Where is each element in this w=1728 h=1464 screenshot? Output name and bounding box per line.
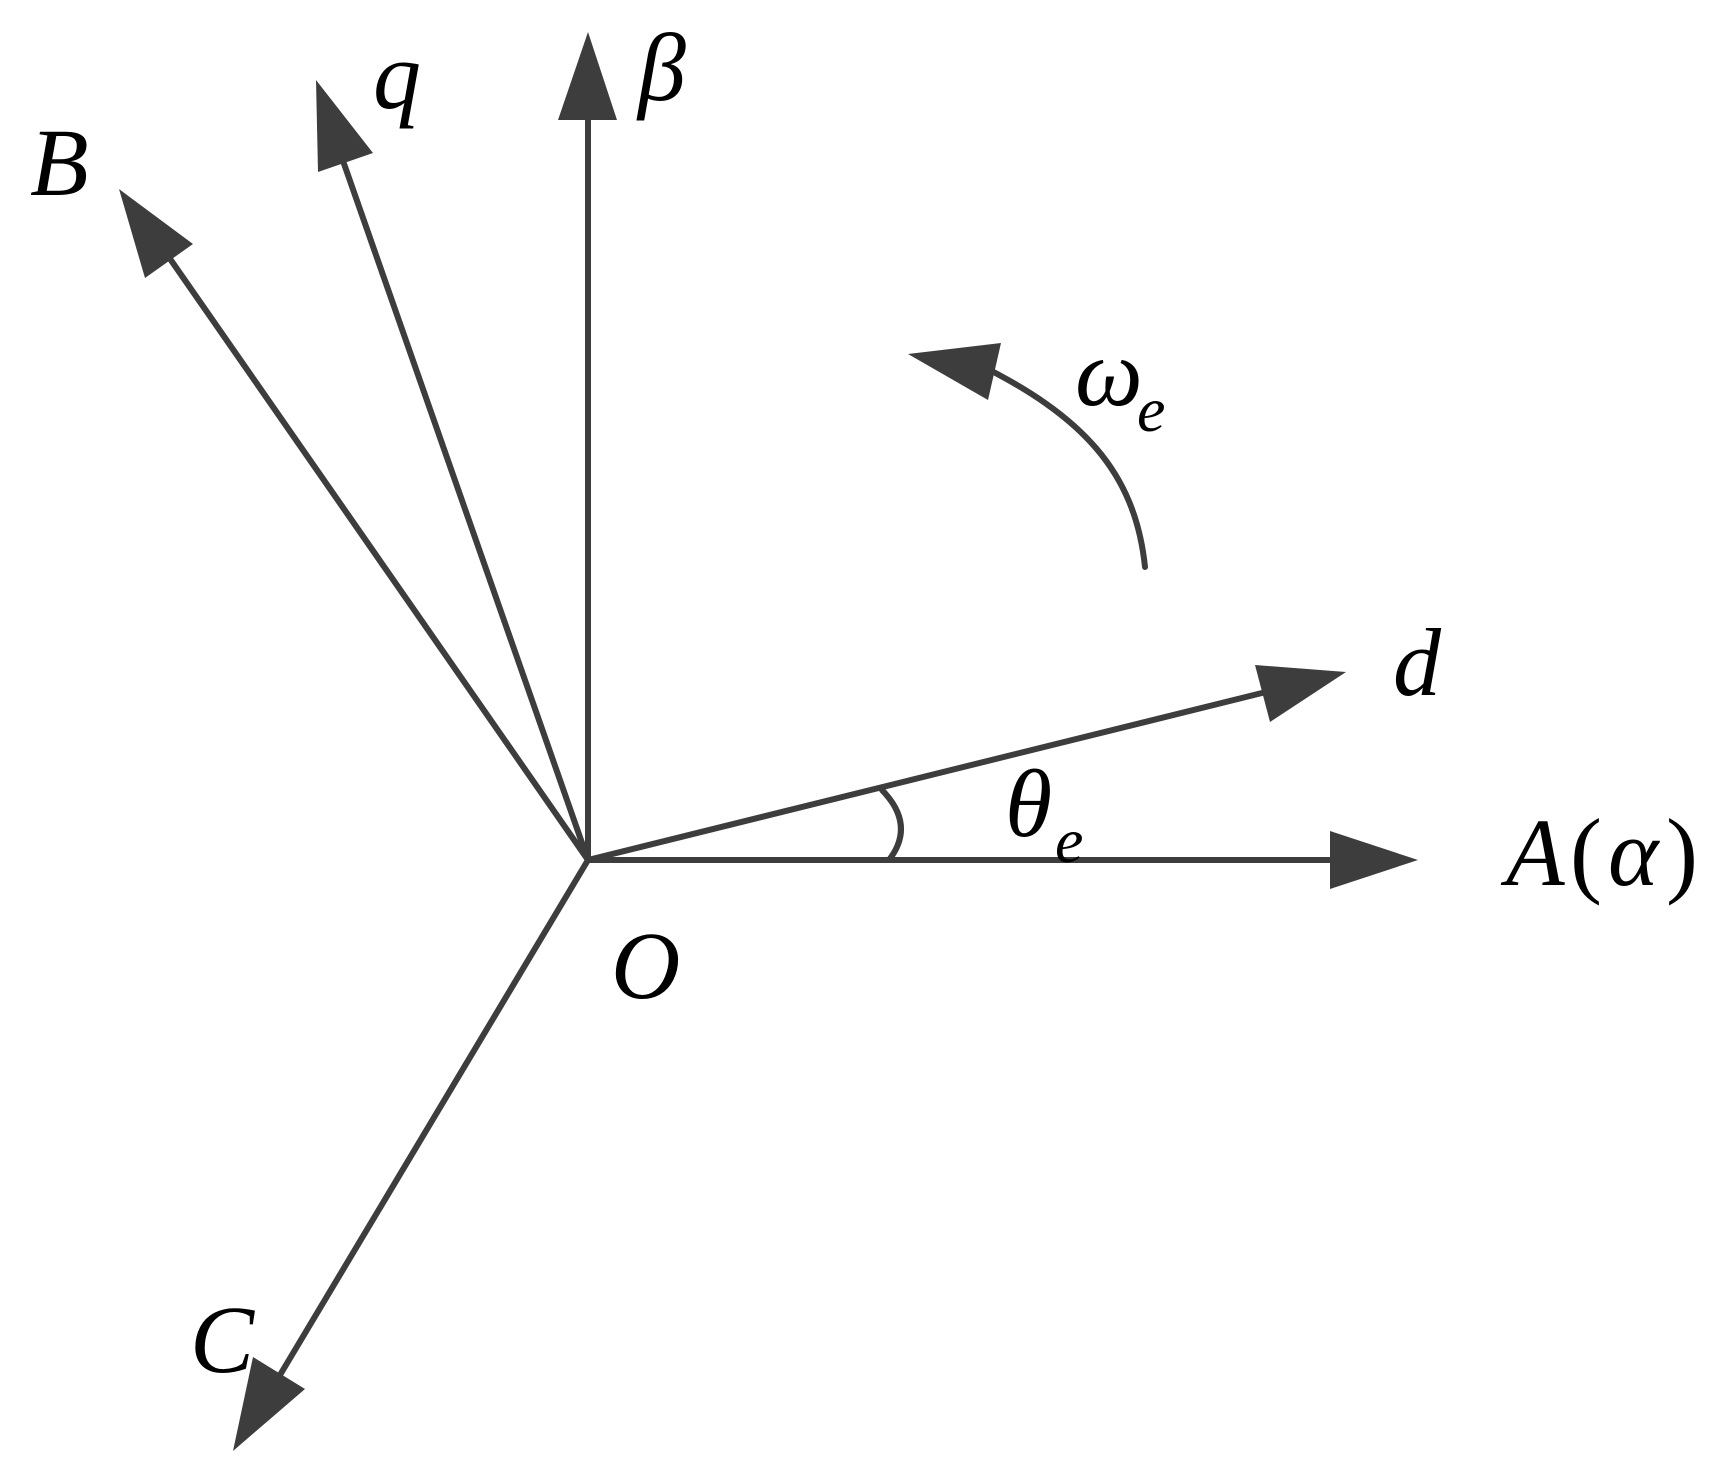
beta-label: β [636,14,686,121]
theta-angle-arc [879,787,904,863]
a-label-paren-open: ( [1570,799,1602,906]
d-axis [585,665,1346,863]
a-label: A [1500,799,1565,906]
theta-label: θ [1005,750,1052,857]
q-axis [316,80,591,863]
c-label: C [190,1286,255,1393]
omega-rotation-arrowhead [908,343,1001,400]
omega-label: ω [1075,319,1143,426]
d-label: d [1393,609,1442,716]
c-axis [233,857,591,1451]
omega-rotation-indicator [908,343,1148,570]
b-label: B [30,109,89,216]
omega-e-label: ω e [1075,319,1165,445]
beta-axis-arrowhead [558,32,617,120]
d-axis-arrowhead [1255,665,1346,722]
c-axis-arrowhead [233,1357,305,1451]
origin-label: O [611,912,680,1019]
q-axis-arrowhead [316,80,373,172]
a-alpha-axis [585,831,1418,889]
omega-subscript: e [1137,374,1165,445]
a-alpha-axis-arrowhead [1330,831,1418,889]
beta-axis [558,32,617,863]
theta-e-label: θ e [1005,750,1083,876]
alpha-label: α [1608,799,1660,906]
b-axis-arrowhead [119,189,193,278]
b-axis [119,189,591,863]
theta-subscript: e [1055,805,1083,876]
a-label-paren-close: ) [1666,799,1698,906]
q-label: q [373,22,421,129]
a-alpha-label: A ( α ) [1500,799,1698,906]
